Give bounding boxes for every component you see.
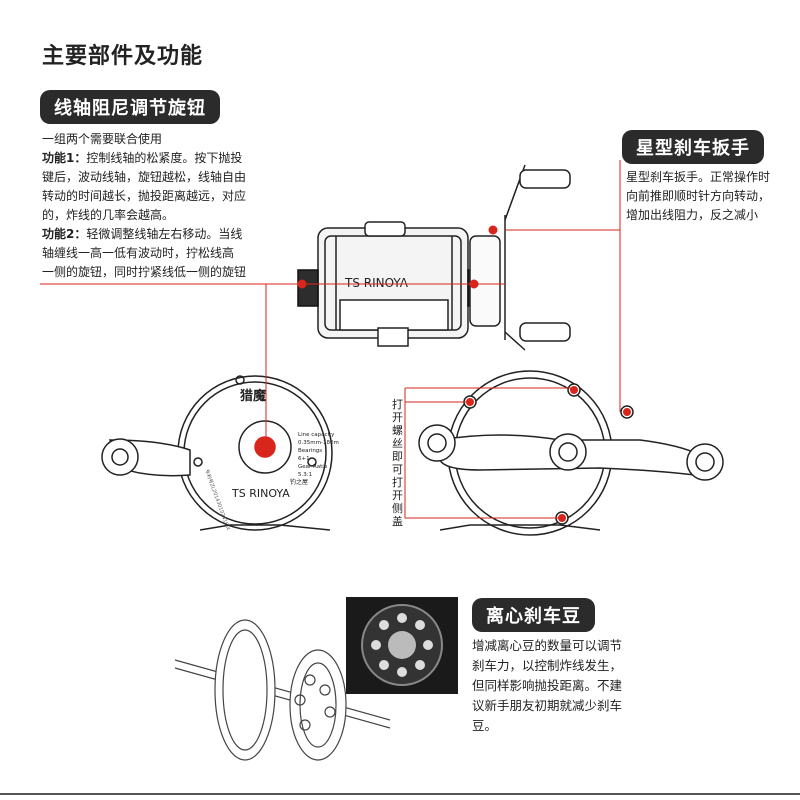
left-brand-text: TS RINOYA [231,487,290,500]
func2-line-1: 轴缠线一高一低有波动时，拧松线高 [42,246,235,260]
side-cover-note: 打开螺丝即可打开侧盖 [392,398,403,528]
reel-top-view: TS RINOYA [297,164,571,351]
brake-line-4: 豆。 [472,718,498,733]
func2-line-0: 轻微调整线轴左右移动。当线 [86,227,243,241]
func1-line-0: 控制线轴的松紧度。按下抛投 [86,151,243,165]
drag-knob-intro: 一组两个需要联合使用 [42,132,163,146]
func2-head: 功能2： [42,227,87,241]
brake-line-3: 议新手朋友初期就减少刹车 [472,698,623,713]
label-brake-beans: 离心刹车豆 [472,598,595,632]
callout-markers [297,225,631,522]
page-title: 主要部件及功能 [42,44,204,69]
star-drag-line-0: 星型刹车扳手。正常操作时 [626,170,771,184]
reel-right-face [418,370,724,536]
brake-line-1: 刹车力，以控制炸线发生， [472,658,623,673]
func1-line-2: 转动的时间越长，抛投距离越远，对应 [42,189,247,203]
spec-line-capacity: Line capacity [298,432,335,438]
spec-bearings: Bearings [298,448,322,454]
brake-line-2: 但同样影响抛投距离。不建 [472,678,623,693]
reel-left-face: 猎魔 Line capacity 0.35mm-180m Bearings 6+… [101,375,339,532]
star-drag-line-1: 向前推即顺时针方向转动， [626,189,771,203]
reel-name-cn: 猎魔 [240,388,266,404]
func1-head: 功能1： [42,151,87,165]
bottom-divider [0,793,800,795]
func2-line-2: 一侧的旋钮，同时拧紧线低一侧的旋钮 [42,265,247,279]
left-brand-cn: 钓之屋 [290,478,308,486]
brake-beans-photo [346,597,458,694]
func1-line-3: 的，炸线的几率会越高。 [42,208,175,222]
spec-bearings-value: 6+1 [298,456,310,462]
spool-diagram [174,619,391,761]
star-drag-description: 星型刹车扳手。正常操作时 向前推即顺时针方向转动， 增加出线阻力，反之减小 [626,168,791,225]
star-drag-line-2: 增加出线阻力，反之减小 [626,208,759,222]
func1-line-1: 键后，波动线轴，旋钮越松，线轴自由 [42,170,247,184]
brake-beans-description: 增减离心豆的数量可以调节 刹车力，以控制炸线发生， 但同样影响抛投距离。不建 议… [472,636,642,736]
drag-knob-description: 一组两个需要联合使用 功能1：控制线轴的松紧度。按下抛投 键后，波动线轴，旋钮越… [42,130,272,282]
callout-lines [40,160,621,519]
brake-line-0: 增减离心豆的数量可以调节 [472,638,623,653]
label-star-drag: 星型刹车扳手 [622,130,764,164]
spec-line-value: 0.35mm-180m [298,440,339,446]
spec-gear: Gear Ratio [298,464,328,470]
spec-gear-value: 5.3:1 [298,472,312,478]
label-drag-knob: 线轴阻尼调节旋钮 [40,90,220,124]
top-brand-text: TS RINOYA [344,276,409,290]
